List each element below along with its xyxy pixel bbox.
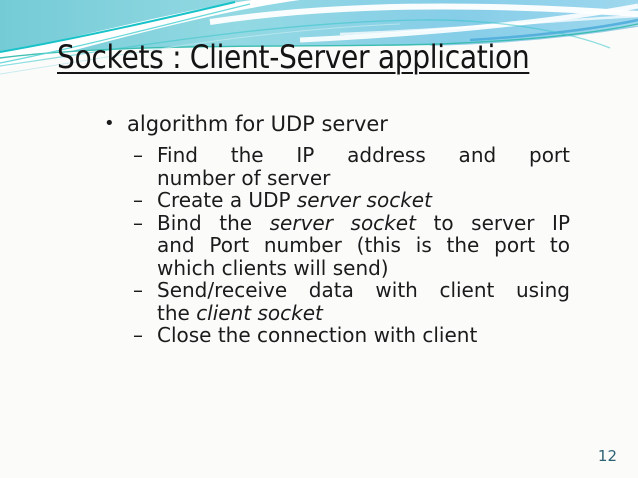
text-line: number of server — [157, 165, 331, 190]
text-line: and Port number (this is the port to — [157, 233, 570, 257]
page-number: 12 — [597, 447, 617, 465]
text-line: algorithm for UDP server — [127, 112, 388, 136]
bullet-item: –Close the connection with client — [133, 324, 638, 347]
bullet-marker: – — [133, 278, 143, 302]
text-line: Find the IP address and port — [157, 143, 570, 167]
bullet-marker: • — [104, 113, 115, 134]
bullet-item: –Create a UDP server socket — [133, 189, 638, 212]
bullet-text: Create a UDP server socket — [157, 189, 570, 212]
header-wave-graphic — [0, 0, 638, 75]
bullet-marker: – — [133, 210, 143, 235]
bullet-marker: – — [133, 188, 143, 212]
slide-title: Sockets : Client-Server application — [57, 38, 530, 76]
text-line: Close the connection with client — [157, 323, 478, 347]
bullet-marker: – — [133, 323, 143, 347]
bullet-text: algorithm for UDP server — [127, 112, 388, 136]
text-line: which clients will send) — [157, 255, 389, 280]
bullet-marker: – — [133, 143, 143, 167]
bullet-text: Close the connection with client — [157, 324, 570, 347]
bullet-item: • algorithm for UDP server — [104, 112, 638, 136]
text-line: Bind the server socket to server IP — [157, 210, 571, 235]
text-line: Create a UDP server socket — [157, 188, 432, 212]
text-line: Send/receive data with client using — [157, 278, 570, 302]
bullet-list: •algorithm for UDP server–Find the IP ad… — [0, 112, 638, 347]
text-line: the client socket — [157, 300, 323, 325]
